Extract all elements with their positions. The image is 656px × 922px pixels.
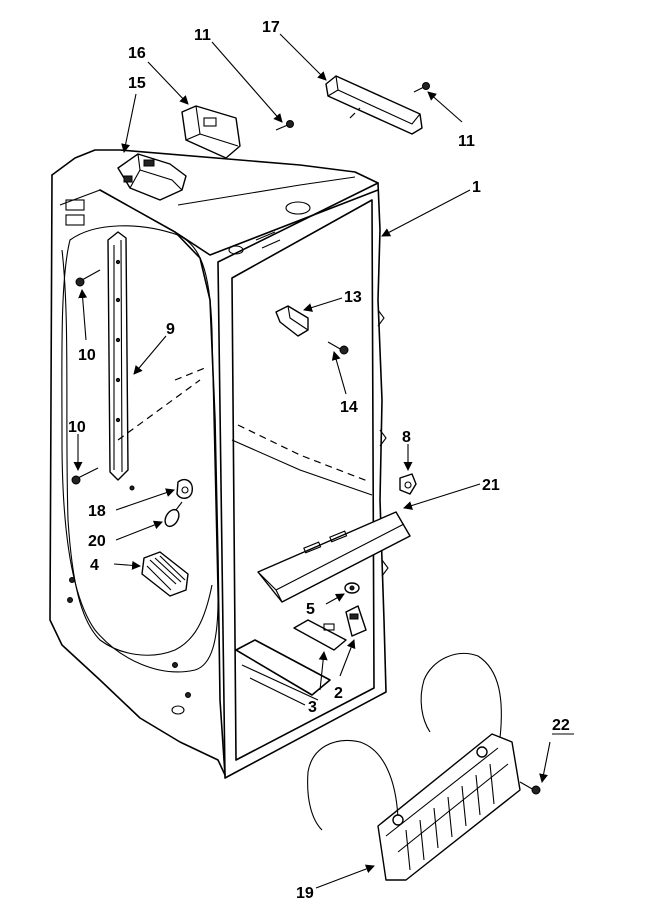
cabinet-liner <box>49 149 389 779</box>
callout-20: 20 <box>88 533 106 550</box>
callout-11-right: 11 <box>458 133 475 150</box>
part-11-screw-left <box>275 120 294 131</box>
callout-15: 15 <box>128 75 146 92</box>
part-9-rail <box>107 231 206 481</box>
callout-3: 3 <box>308 699 317 716</box>
callout-labels: 1 2 3 4 5 8 9 10 10 11 11 13 14 15 16 17… <box>68 19 570 902</box>
part-20-bulb <box>164 501 183 528</box>
callout-10-upper: 10 <box>78 347 96 364</box>
part-16-bracket <box>181 105 241 159</box>
part-8-fastener <box>399 473 417 495</box>
part-11-screw-right <box>413 82 430 93</box>
callout-19: 19 <box>296 885 314 902</box>
part-18-clip <box>129 478 193 499</box>
part-3-plate <box>293 619 347 651</box>
part-4-grille <box>141 551 189 597</box>
callout-21: 21 <box>482 477 500 494</box>
leader-lines <box>73 33 574 889</box>
callout-4: 4 <box>90 557 99 574</box>
part-2-plate <box>345 605 367 637</box>
callout-2: 2 <box>334 685 343 702</box>
callout-5: 5 <box>306 601 315 618</box>
part-5-nut <box>344 582 360 594</box>
callout-10-lower: 10 <box>68 419 86 436</box>
part-13-bracket <box>275 305 309 337</box>
callout-16: 16 <box>128 45 146 62</box>
callout-14: 14 <box>340 399 358 416</box>
part-21-shelf-support <box>257 511 411 603</box>
callout-17: 17 <box>262 19 280 36</box>
part-22-screw <box>519 781 541 795</box>
part-15-housing <box>117 153 187 201</box>
callout-22: 22 <box>552 717 570 734</box>
callout-8: 8 <box>402 429 411 446</box>
part-10-screw-lower <box>71 467 99 485</box>
part-19-heater <box>307 652 521 881</box>
part-17-top-rail <box>325 75 423 135</box>
callout-9: 9 <box>166 321 175 338</box>
part-10-screw-upper <box>75 269 101 287</box>
callout-18: 18 <box>88 503 106 520</box>
part-14-screw <box>327 341 349 355</box>
callout-13: 13 <box>344 289 362 306</box>
callout-1: 1 <box>472 179 481 196</box>
callout-11-left: 11 <box>194 27 211 44</box>
